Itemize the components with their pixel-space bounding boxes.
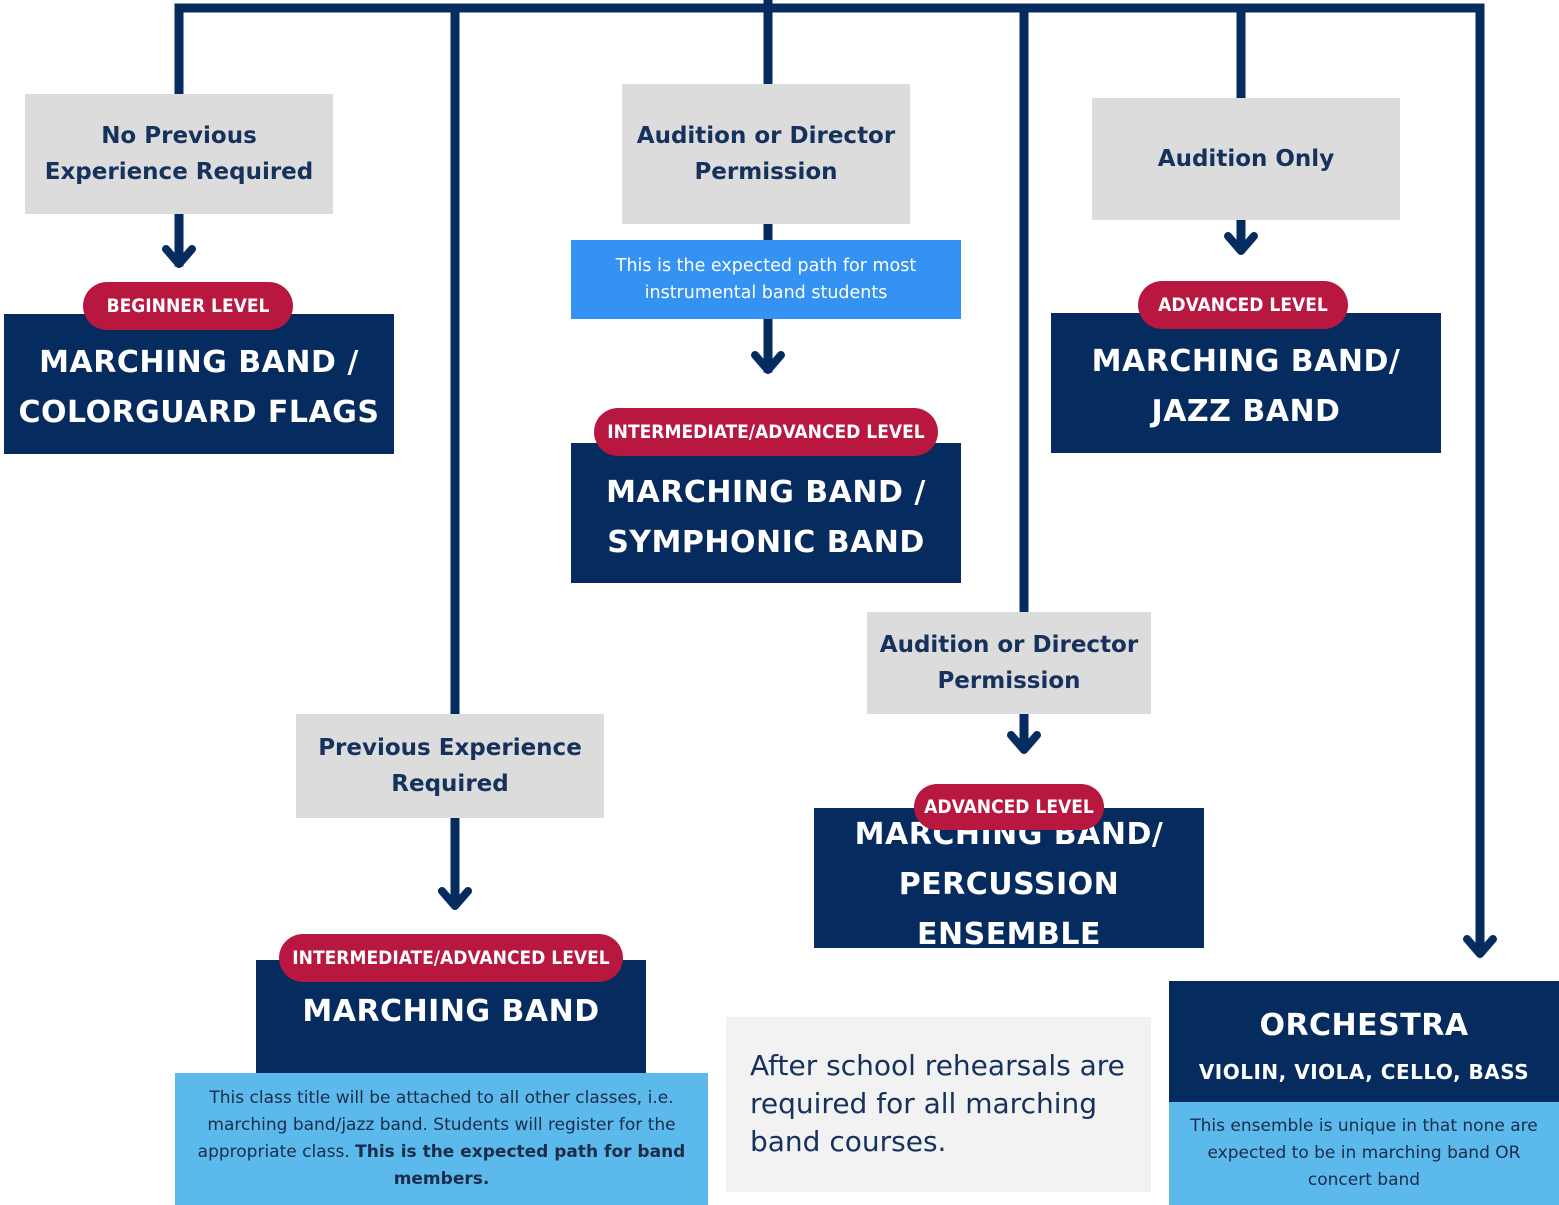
class-title-line1: MARCHING BAND / (606, 475, 926, 510)
class-orchestra: ORCHESTRA VIOLIN, VIOLA, CELLO, BASS (1169, 981, 1559, 1103)
class-title-line2: SYMPHONIC BAND (607, 525, 925, 560)
class-title-line1: ORCHESTRA (1259, 1008, 1469, 1043)
requirement-audition-only: Audition Only (1092, 98, 1400, 220)
marching-band-note: This class title will be attached to all… (175, 1073, 708, 1205)
class-title-line1: MARCHING BAND / (39, 345, 359, 380)
requirement-label: Audition or Director Permission (636, 123, 896, 185)
class-title-line1: MARCHING BAND/ (1091, 344, 1401, 379)
arrowhead-beginner (162, 245, 196, 268)
requirement-label: Previous Experience Required (318, 735, 582, 797)
requirement-label: No Previous Experience Required (44, 123, 314, 185)
requirement-label: Audition or Director Permission (879, 632, 1139, 694)
arrowhead-percussion (1007, 731, 1041, 754)
level-badge-percussion: ADVANCED LEVEL (914, 784, 1104, 830)
class-title-line2: VIOLIN, VIOLA, CELLO, BASS (1198, 1060, 1530, 1084)
requirement-no-previous-experience: No Previous Experience Required (25, 94, 333, 214)
arrowhead-symphonic (751, 351, 785, 374)
requirement-audition-or-permission-symphonic: Audition or Director Permission (622, 84, 910, 224)
expected-path-note: This is the expected path for most instr… (571, 240, 961, 319)
class-colorguard: MARCHING BAND / COLORGUARD FLAGS (4, 314, 394, 454)
level-badge-marching: INTERMEDIATE/ADVANCED LEVEL (279, 934, 623, 982)
note-text-emphasis: This is the expected path for band membe… (355, 1142, 686, 1189)
note-text: This is the expected path for most instr… (615, 255, 917, 303)
note-text: This ensemble is unique in that none are… (1190, 1116, 1538, 1190)
rehearsal-info-text: After school rehearsals are required for… (750, 1049, 1125, 1158)
arrowhead-jazz (1224, 232, 1258, 255)
class-percussion: MARCHING BAND/ PERCUSSION ENSEMBLE (814, 808, 1204, 952)
class-title-line2: COLORGUARD FLAGS (18, 395, 380, 430)
class-title-line2: JAZZ BAND (1151, 394, 1341, 429)
note-text: This class title will be attached to all… (197, 1088, 676, 1162)
requirement-label: Audition Only (1157, 146, 1335, 172)
requirement-previous-experience: Previous Experience Required (296, 714, 604, 818)
requirement-audition-or-permission-percussion: Audition or Director Permission (867, 612, 1151, 714)
arrowhead-marching (438, 887, 472, 910)
level-badge-jazz: ADVANCED LEVEL (1138, 281, 1348, 329)
arrowhead-orchestra (1463, 935, 1497, 958)
class-title-line1: MARCHING BAND (302, 994, 600, 1029)
level-badge-symphonic: INTERMEDIATE/ADVANCED LEVEL (594, 408, 938, 456)
level-badge-beginner: BEGINNER LEVEL (83, 282, 293, 330)
class-title-line2: PERCUSSION ENSEMBLE (898, 867, 1120, 952)
orchestra-note: This ensemble is unique in that none are… (1169, 1102, 1559, 1205)
class-jazz: MARCHING BAND/ JAZZ BAND (1051, 313, 1441, 453)
class-symphonic: MARCHING BAND / SYMPHONIC BAND (571, 443, 961, 583)
rehearsal-info-box: After school rehearsals are required for… (726, 1017, 1151, 1192)
